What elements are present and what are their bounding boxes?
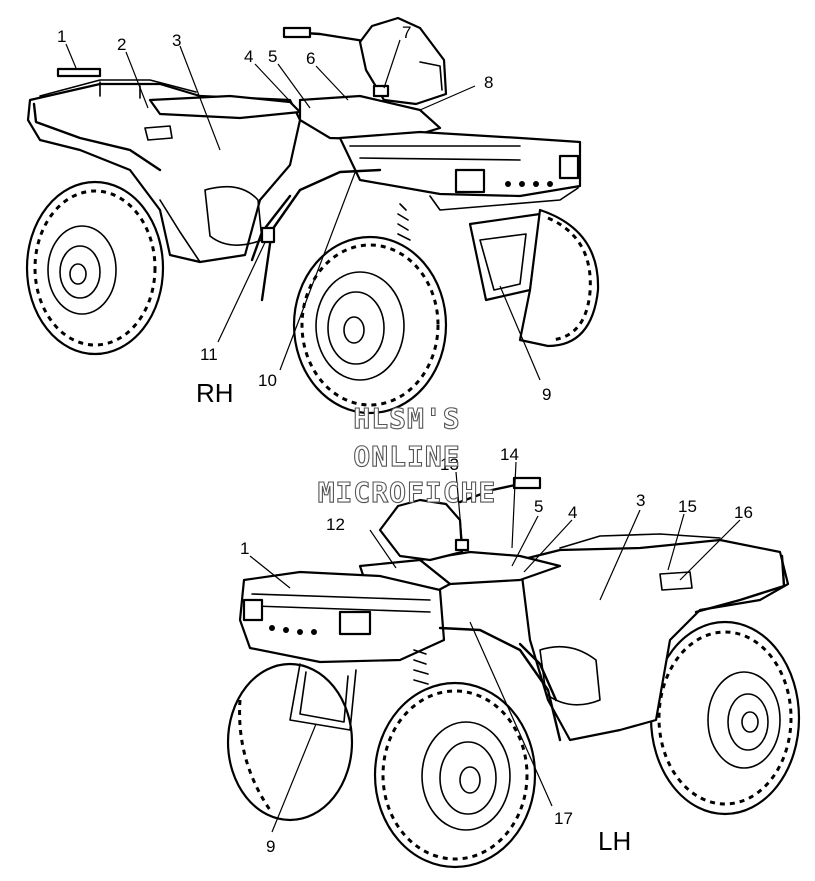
lh-callout-1: 1 — [240, 539, 249, 558]
lh-callout-16: 16 — [734, 503, 753, 522]
rh-side-label: RH — [196, 378, 234, 408]
rh-callout-3: 3 — [172, 31, 181, 50]
watermark-line-1: HLSM'S — [353, 402, 460, 435]
lh-rear-fender — [518, 533, 790, 742]
rh-callout-4: 4 — [244, 47, 253, 66]
rh-callout-11: 11 — [200, 345, 218, 364]
lh-callout-5: 5 — [534, 497, 543, 516]
lh-callout-3: 3 — [636, 491, 645, 510]
rh-callout-6: 6 — [306, 49, 315, 68]
watermark: HLSM'S ONLINE MICROFICHE — [317, 401, 497, 509]
lh-callout-4: 4 — [568, 503, 577, 522]
atv-right-hand-view: 1 2 3 4 5 6 7 8 9 10 11 RH — [25, 16, 600, 415]
lh-callout-13: 13 — [440, 455, 459, 474]
rh-callout-2: 2 — [117, 35, 126, 54]
rh-callout-1: 1 — [57, 27, 66, 46]
watermark-line-2: ONLINE — [353, 440, 460, 473]
lh-front-rack — [238, 570, 446, 731]
rh-callout-10: 10 — [258, 371, 277, 390]
lh-front-fender — [413, 626, 562, 742]
rh-leader-lines — [56, 39, 541, 381]
rh-callout-9: 9 — [542, 385, 551, 404]
lh-side-label: LH — [598, 826, 631, 856]
rh-front-wheel-near — [292, 235, 448, 415]
rh-callout-7: 7 — [402, 23, 411, 42]
lh-front-wheel-near — [373, 681, 537, 869]
rh-front-fender — [250, 168, 542, 302]
rh-front-wheel-far — [518, 208, 600, 348]
lh-rear-wheel — [649, 620, 801, 816]
rh-callout-8: 8 — [484, 73, 493, 92]
lh-callout-15: 15 — [678, 497, 697, 516]
lh-leader-lines — [249, 461, 741, 833]
atv-left-hand-view: 1 12 13 14 5 4 3 15 16 9 17 LH — [226, 445, 801, 869]
rh-handlebar — [282, 16, 448, 106]
rh-rear-fender — [26, 79, 302, 264]
rh-rear-wheel — [25, 180, 165, 356]
lh-callout-17: 17 — [554, 809, 573, 828]
lh-callout-12: 12 — [326, 515, 345, 534]
rh-callout-5: 5 — [268, 47, 277, 66]
rh-front-rack — [338, 130, 582, 211]
lh-callout-14: 14 — [500, 445, 519, 464]
watermark-line-3: MICROFICHE — [318, 476, 497, 509]
lh-callout-9: 9 — [266, 837, 275, 856]
lh-front-wheel-far — [226, 662, 354, 822]
